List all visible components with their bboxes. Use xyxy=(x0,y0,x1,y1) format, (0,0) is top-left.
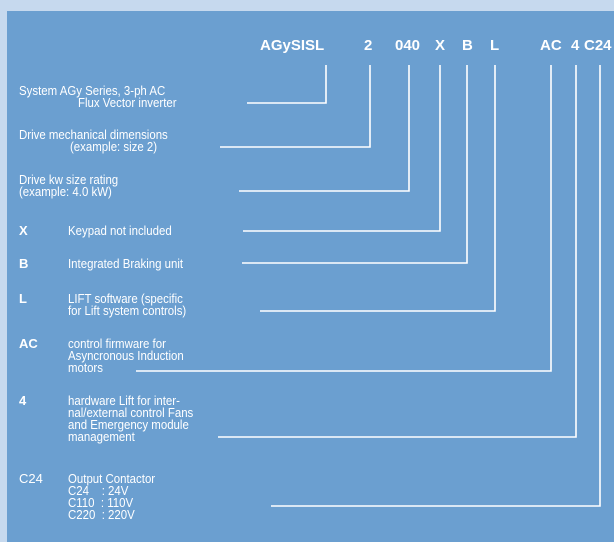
code-prefix: AGySISL xyxy=(260,37,325,54)
item-software-line-2: for Lift system controls) xyxy=(68,303,187,318)
code-software: L xyxy=(490,37,500,54)
code-braking: B xyxy=(462,37,473,54)
code-size: 2 xyxy=(364,37,373,54)
connector-contactor xyxy=(271,65,601,507)
code-hardware: 4 xyxy=(571,37,580,54)
item-firmware-line-2: Asyncronous Induction xyxy=(68,348,184,363)
item-contactor-line-4: C220 : 220V xyxy=(68,507,135,522)
item-firmware-line-1: control firmware for xyxy=(68,336,166,351)
item-hardware-line-1: hardware Lift for inter- xyxy=(68,393,180,408)
item-software-key: L xyxy=(19,291,27,306)
item-keypad-key: X xyxy=(19,223,28,238)
connector-braking xyxy=(242,65,468,264)
item-hardware-key: 4 xyxy=(19,393,27,408)
code-firmware: AC xyxy=(540,37,562,54)
item-braking-key: B xyxy=(19,256,29,271)
connector-keypad xyxy=(243,65,441,232)
item-prefix-line-2: Flux Vector inverter xyxy=(78,95,177,110)
item-contactor-key: C24 xyxy=(19,471,43,486)
item-prefix-line-1: System AGy Series, 3-ph AC xyxy=(19,83,166,98)
item-firmware-key: AC xyxy=(19,336,38,351)
item-hardware-line-4: management xyxy=(68,429,135,444)
item-software-line-1: LIFT software (specific xyxy=(68,291,183,306)
item-contactor-line-3: C110 : 110V xyxy=(68,495,134,510)
connector-prefix xyxy=(247,65,327,104)
item-firmware-line-3: motors xyxy=(68,360,103,375)
model-code-diagram: AGySISL 2 040 X B L AC 4 C24 System AGy … xyxy=(7,11,614,542)
item-rating-line-1: Drive kw size rating xyxy=(19,172,119,187)
item-hardware-line-2: nal/external control Fans xyxy=(68,405,194,420)
code-contactor: C24 xyxy=(584,37,612,54)
code-keypad: X xyxy=(435,37,446,54)
item-keypad-line-1: Keypad not included xyxy=(68,223,172,238)
item-hardware-line-3: and Emergency module xyxy=(68,417,189,432)
item-braking-line-1: Integrated Braking unit xyxy=(68,256,184,271)
code-rating: 040 xyxy=(395,37,421,54)
connector-rating xyxy=(239,65,410,192)
item-rating-line-2: (example: 4.0 kW) xyxy=(19,184,112,199)
item-size-line-1: Drive mechanical dimensions xyxy=(19,127,168,142)
connector-hardware xyxy=(218,65,577,438)
item-contactor-line-2: C24 : 24V xyxy=(68,483,129,498)
connector-size xyxy=(220,65,371,148)
connector-firmware xyxy=(136,65,552,372)
item-contactor-line-1: Output Contactor xyxy=(68,471,156,486)
connector-lines xyxy=(136,65,601,507)
connector-software xyxy=(260,65,496,312)
item-size-line-2: (example: size 2) xyxy=(70,139,158,154)
